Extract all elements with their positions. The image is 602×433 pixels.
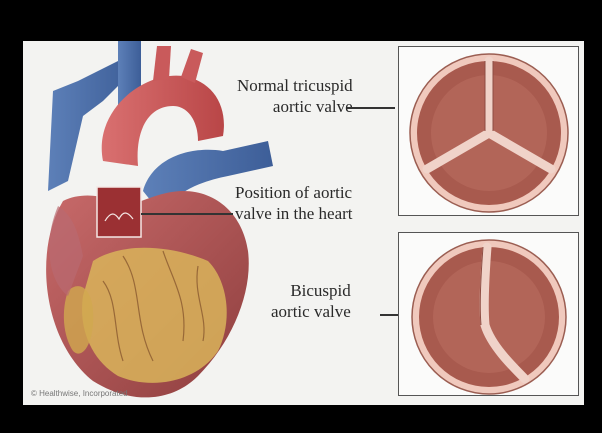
arch-branch-2 bbox=[181, 49, 203, 83]
normal-valve-leader-line bbox=[347, 107, 395, 109]
bicuspid-valve-icon bbox=[399, 233, 580, 397]
illustration-panel: Normal tricuspid aortic valve Position o… bbox=[23, 41, 584, 405]
bicuspid-valve-leader-line bbox=[380, 314, 398, 316]
valve-position-box bbox=[97, 187, 141, 237]
bicuspid-valve-label: Bicuspid aortic valve bbox=[271, 280, 351, 322]
copyright-credit: © Healthwise, Incorporated bbox=[31, 389, 128, 398]
tricuspid-valve-box bbox=[398, 46, 579, 216]
normal-valve-label: Normal tricuspid aortic valve bbox=[237, 75, 353, 117]
arch-branch-1 bbox=[153, 46, 171, 81]
tricuspid-valve-icon bbox=[399, 47, 580, 217]
fat-tissue bbox=[82, 248, 227, 383]
position-label: Position of aortic valve in the heart bbox=[235, 182, 353, 224]
position-leader-line bbox=[141, 213, 233, 215]
bicuspid-valve-box bbox=[398, 232, 579, 396]
